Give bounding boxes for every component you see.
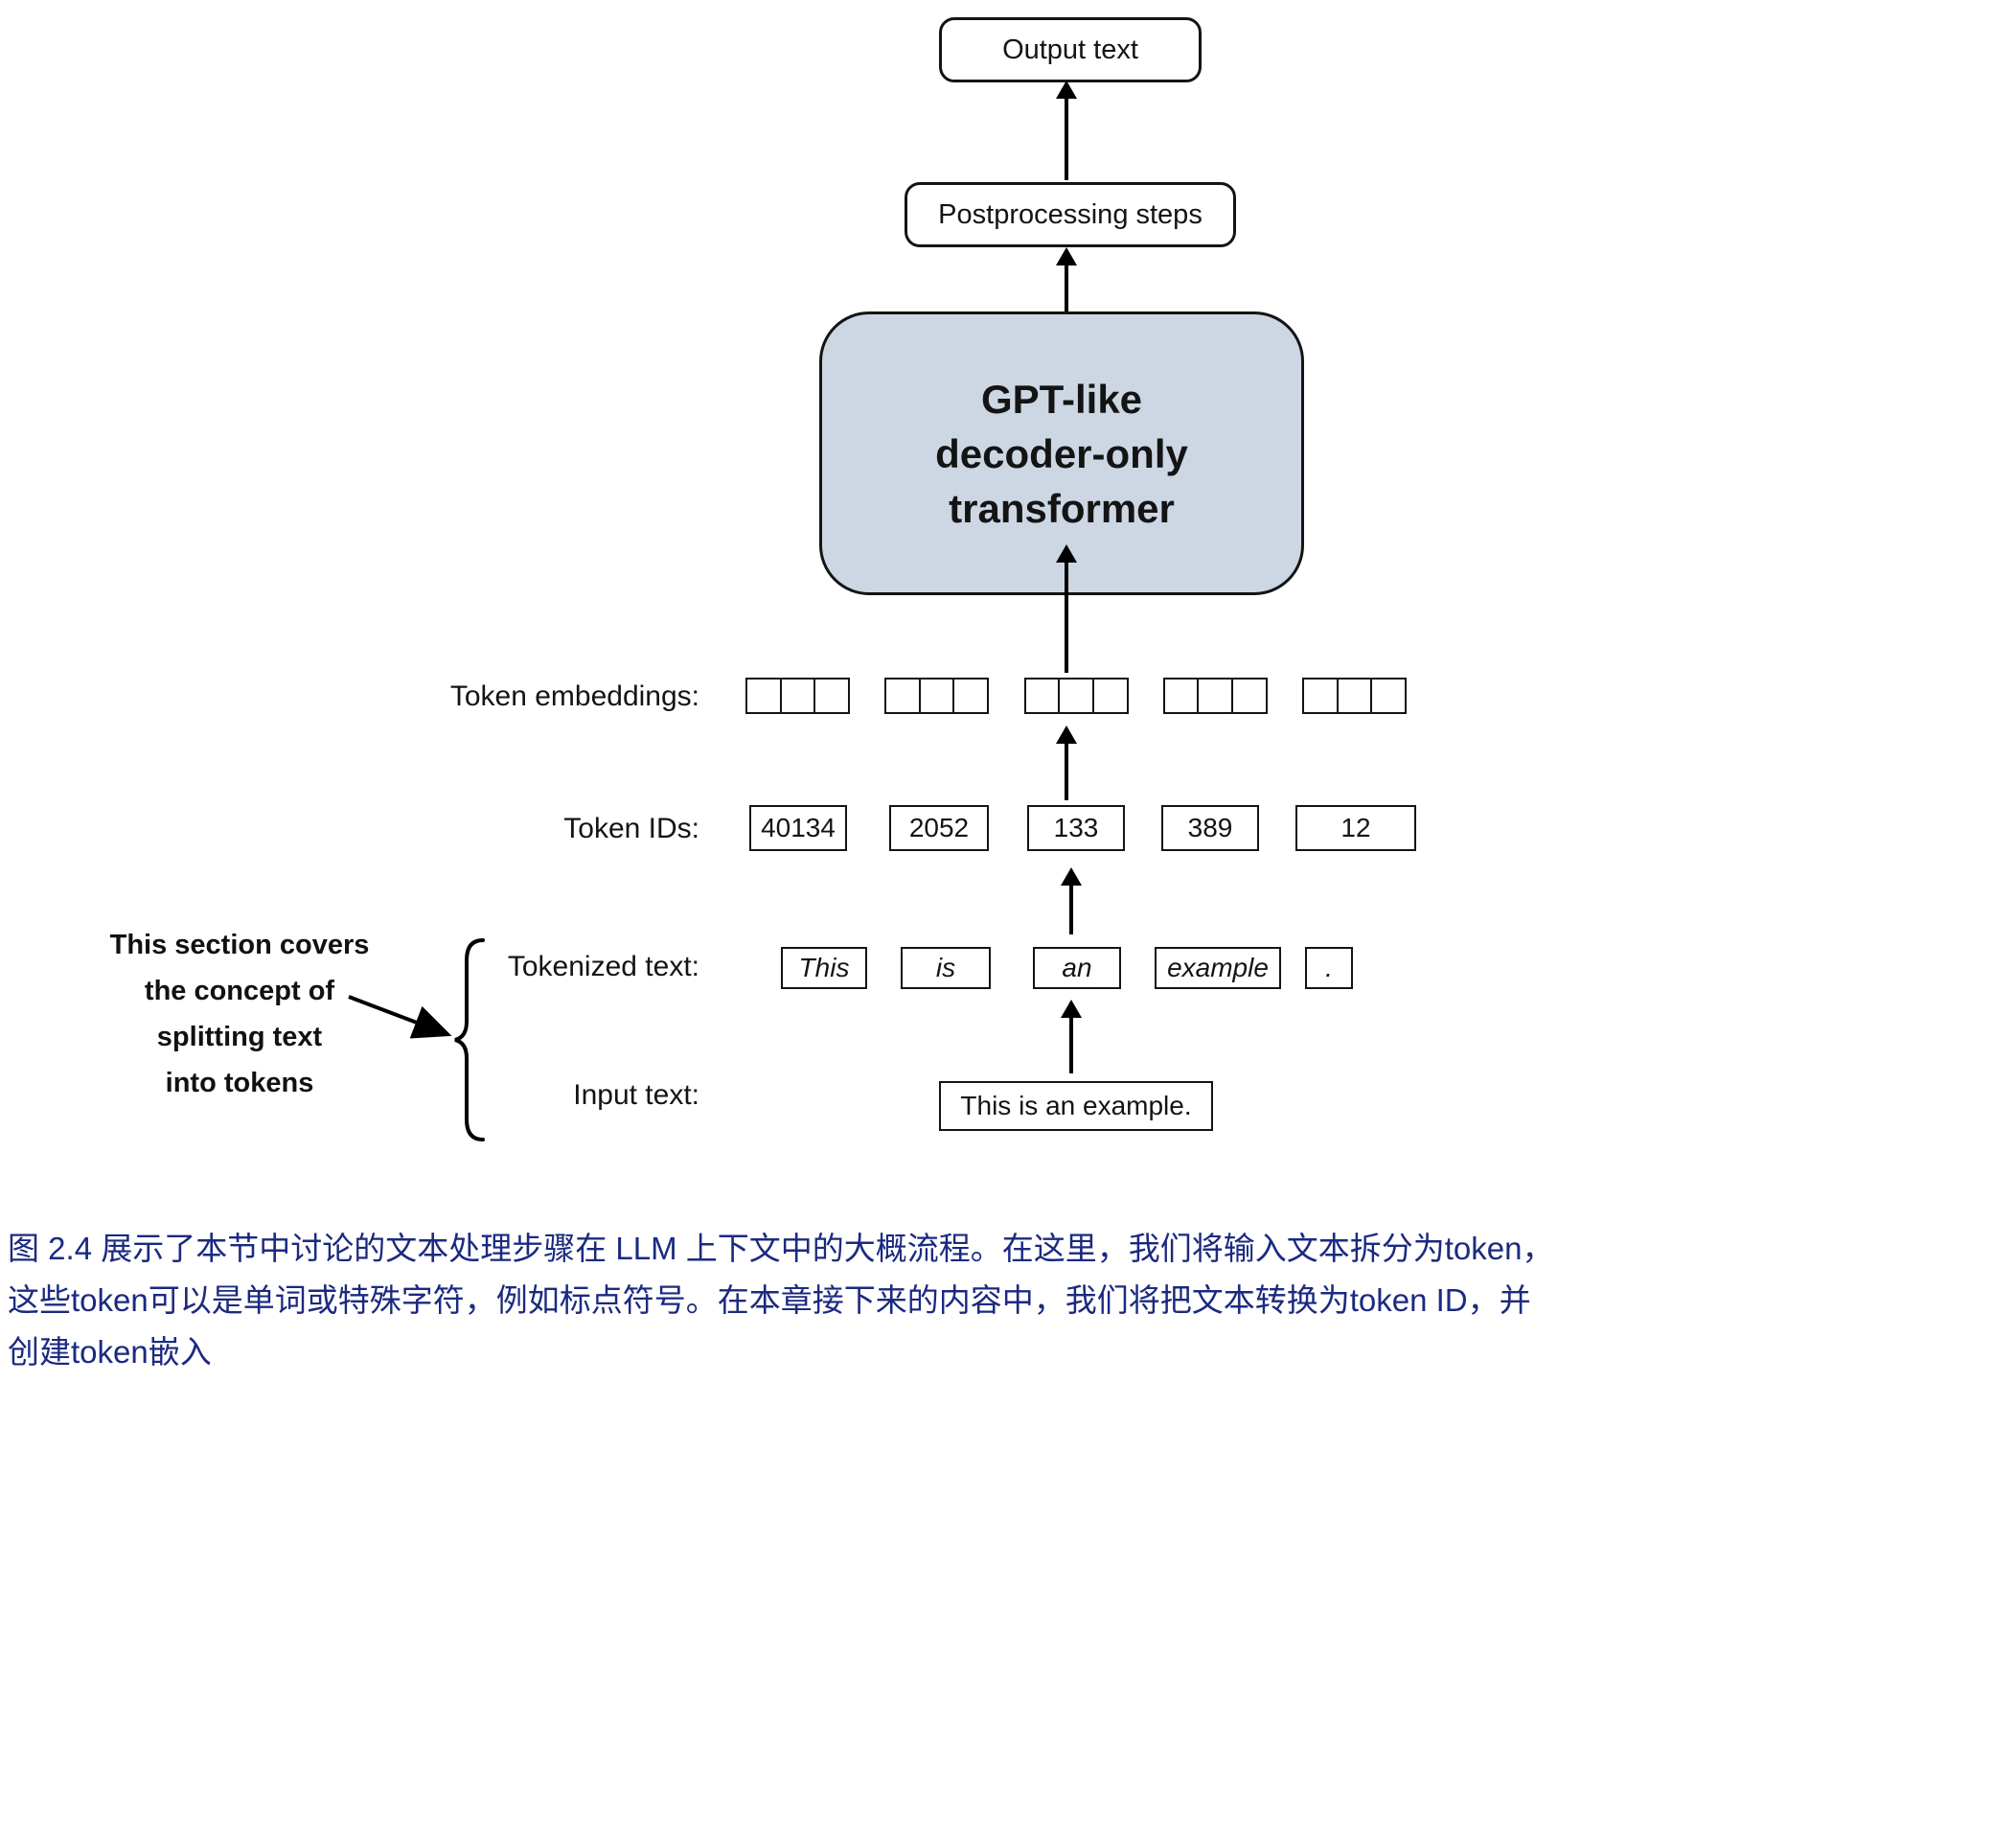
embedding-cell	[1058, 678, 1094, 714]
transformer-label-line1: GPT-like	[980, 376, 1143, 422]
token-id-box: 2052	[889, 805, 989, 851]
postprocessing-steps-label: Postprocessing steps	[938, 198, 1203, 230]
embedding-cell	[1162, 678, 1200, 714]
embedding-group	[884, 678, 990, 716]
token-box: is	[901, 947, 991, 989]
embedding-group	[1302, 678, 1407, 716]
caption-line: 创建token嵌入	[8, 1334, 212, 1370]
embedding-cell	[779, 678, 816, 714]
embedding-group	[1162, 678, 1268, 716]
token-id-box: 389	[1161, 805, 1259, 851]
input-text-box: This is an example.	[939, 1081, 1213, 1131]
embedding-cell	[1336, 678, 1373, 714]
transformer-label-line3: transformer	[949, 485, 1175, 531]
annotation-line: into tokens	[165, 1068, 314, 1098]
input-text-label: Input text:	[573, 1079, 699, 1111]
embedding-cell	[1302, 678, 1339, 714]
embedding-cell	[1023, 678, 1061, 714]
arrow-transformer-to-postprocessing	[1056, 247, 1077, 311]
token-id-box: 12	[1295, 805, 1416, 851]
token-embeddings-row	[745, 678, 1407, 716]
section-annotation: This section covers the concept of split…	[96, 922, 383, 1106]
caption-line: 这些token可以是单词或特殊字符，例如标点符号。在本章接下来的内容中，我们将把…	[8, 1282, 1531, 1318]
embedding-cell	[745, 678, 782, 714]
embedding-cell	[1230, 678, 1268, 714]
arrow-embeddings-to-transformer	[1056, 544, 1077, 673]
arrow-input-to-tokenized	[1061, 1000, 1082, 1073]
tokenized-text-label: Tokenized text:	[507, 951, 699, 982]
figure-caption: 图 2.4 展示了本节中讨论的文本处理步骤在 LLM 上下文中的大概流程。在这里…	[8, 1223, 2010, 1378]
embedding-group	[1023, 678, 1129, 716]
embedding-cell	[918, 678, 955, 714]
embedding-group	[745, 678, 850, 716]
token-embeddings-label: Token embeddings:	[449, 680, 699, 712]
arrow-tokenized-to-ids	[1061, 867, 1082, 934]
arrow-ids-to-embeddings	[1056, 726, 1077, 800]
token-ids-label: Token IDs:	[563, 813, 699, 844]
token-id-box: 133	[1027, 805, 1125, 851]
embedding-cell	[1197, 678, 1234, 714]
embedding-cell	[884, 678, 922, 714]
postprocessing-steps-box: Postprocessing steps	[905, 182, 1236, 247]
annotation-arrow	[348, 995, 452, 1039]
token-box: example	[1155, 947, 1281, 989]
output-text-box: Output text	[939, 17, 1202, 82]
embedding-cell	[1091, 678, 1129, 714]
annotation-line: This section covers	[109, 930, 370, 960]
token-box: This	[781, 947, 867, 989]
token-box: an	[1033, 947, 1121, 989]
curly-brace	[454, 938, 485, 1141]
output-text-label: Output text	[1002, 34, 1138, 65]
transformer-label-line2: decoder-only	[935, 430, 1188, 476]
embedding-cell	[813, 678, 850, 714]
annotation-line: splitting text	[156, 1022, 323, 1052]
embedding-cell	[1370, 678, 1407, 714]
annotation-line: the concept of	[144, 976, 335, 1006]
caption-line: 图 2.4 展示了本节中讨论的文本处理步骤在 LLM 上下文中的大概流程。在这里…	[8, 1231, 1554, 1266]
token-id-box: 40134	[749, 805, 847, 851]
token-box: .	[1305, 947, 1353, 989]
embedding-cell	[952, 678, 990, 714]
arrow-postprocessing-to-output	[1056, 81, 1077, 180]
